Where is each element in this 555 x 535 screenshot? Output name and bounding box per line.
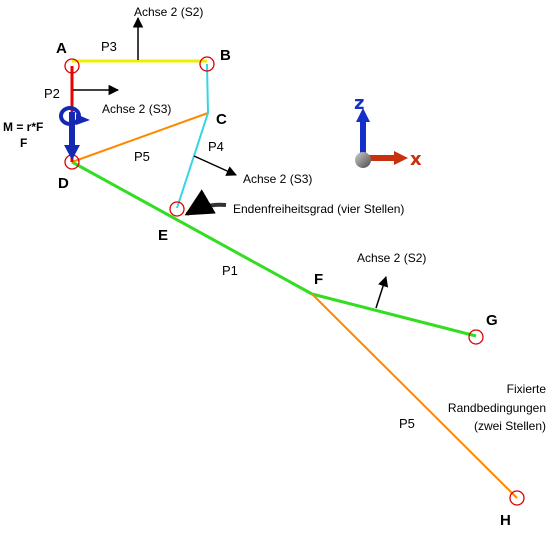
moment-load-icon xyxy=(59,106,90,126)
annotation-force: F xyxy=(20,136,27,150)
label-point-d: D xyxy=(58,175,69,192)
origin-sphere-icon xyxy=(355,152,371,168)
annotation-axis-s3-p4: Achse 2 (S3) xyxy=(243,172,312,186)
label-point-f: F xyxy=(314,271,323,288)
label-point-a: A xyxy=(56,40,67,57)
coordinate-triad: z x xyxy=(354,93,422,170)
annotation-axis-s3-p2: Achse 2 (S3) xyxy=(102,102,171,116)
label-point-e: E xyxy=(158,227,168,244)
annotation-end-release: Endenfreiheitsgrad (vier Stellen) xyxy=(233,202,404,216)
member-p5-upper xyxy=(71,112,209,163)
member-p1-outer xyxy=(311,292,477,338)
label-point-c: C xyxy=(216,111,227,128)
triad-x-label: x xyxy=(410,149,422,170)
label-member-p2: P2 xyxy=(44,86,60,101)
marker-b xyxy=(199,56,215,72)
annotation-fixed-line3: (zwei Stellen) xyxy=(474,419,546,433)
marker-e xyxy=(169,201,185,217)
annotation-axis-s2-f: Achse 2 (S2) xyxy=(357,251,426,265)
axis-arrow-s2-f xyxy=(375,276,389,309)
label-point-g: G xyxy=(486,312,498,329)
member-p1 xyxy=(71,160,313,296)
axis-arrow-s3-p4 xyxy=(193,155,237,176)
label-member-p3: P3 xyxy=(101,39,117,54)
annotation-fixed-line1: Fixierte xyxy=(507,382,547,396)
marker-a xyxy=(64,58,80,74)
label-member-p1: P1 xyxy=(222,263,238,278)
marker-h xyxy=(509,490,525,506)
annotation-moment: M = r*F xyxy=(3,120,43,134)
label-member-p5-lower: P5 xyxy=(399,416,415,431)
label-point-h: H xyxy=(500,512,511,529)
triad-z-label: z xyxy=(354,93,364,114)
member-p4 xyxy=(176,63,210,209)
end-release-arrow xyxy=(184,189,227,216)
marker-g xyxy=(468,329,484,345)
label-point-b: B xyxy=(220,47,231,64)
label-member-p4: P4 xyxy=(208,139,224,154)
label-member-p5-upper: P5 xyxy=(134,149,150,164)
force-arrow-icon xyxy=(64,112,80,160)
annotation-axis-s2-top: Achse 2 (S2) xyxy=(134,5,203,19)
annotation-fixed-line2: Randbedingungen xyxy=(448,401,546,415)
member-p5-lower xyxy=(311,293,518,499)
